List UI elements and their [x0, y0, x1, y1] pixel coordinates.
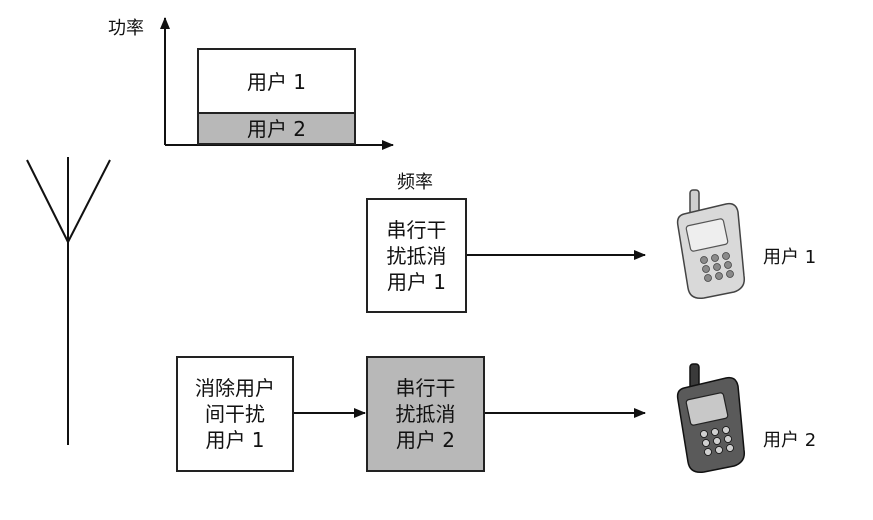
cancel-line2: 间干扰 — [205, 402, 265, 426]
sic-user1-line2: 扰抵消 — [386, 243, 447, 268]
phone-user2-label: 用户 2 — [763, 430, 817, 451]
chart-user2-label: 用户 2 — [246, 116, 307, 141]
sic-user1-box: 串行干 扰抵消 用户 1 — [366, 198, 467, 313]
chart-user1-label: 用户 1 — [246, 69, 307, 94]
chart-user1-block: 用户 1 — [197, 48, 356, 113]
cancel-line1: 消除用户 — [195, 376, 275, 400]
cancel-line3: 用户 1 — [205, 428, 265, 452]
sic-user1-line3: 用户 1 — [386, 269, 447, 294]
cancel-interference-box: 消除用户 间干扰 用户 1 — [176, 356, 294, 472]
sic-user2-line1: 串行干 — [395, 376, 456, 400]
mobile-phone-user1-icon — [676, 189, 746, 300]
sic-user1-line1: 串行干 — [386, 217, 447, 242]
power-axis-label: 功率 — [108, 18, 144, 39]
sic-user2-line3: 用户 2 — [395, 428, 456, 452]
frequency-axis-label: 频率 — [397, 172, 433, 193]
phone-user1-label: 用户 1 — [763, 247, 817, 268]
mobile-phone-user2-icon — [676, 363, 746, 474]
sic-user2-line2: 扰抵消 — [395, 402, 456, 426]
chart-user2-block: 用户 2 — [197, 112, 356, 145]
antenna-icon — [26, 157, 111, 445]
sic-user2-box: 串行干 扰抵消 用户 2 — [366, 356, 485, 472]
